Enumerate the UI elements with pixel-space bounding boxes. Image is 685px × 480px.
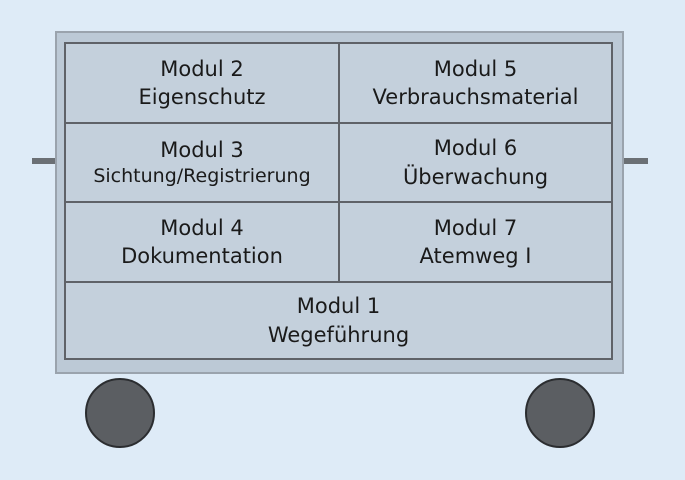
module-1-cell: Modul 1 Wegeführung [66, 283, 611, 358]
module-4-desc: Dokumentation [121, 244, 283, 268]
module-1-name: Modul 1 [296, 294, 381, 319]
cart-handle-right [624, 158, 648, 164]
module-4-name: Modul 4 [160, 215, 244, 240]
module-2-desc: Eigenschutz [138, 85, 266, 109]
module-2-name: Modul 2 [160, 56, 244, 81]
module-grid: Modul 2 Eigenschutz Modul 5 Verbrauchsma… [64, 42, 613, 360]
module-6-cell: Modul 6 Überwachung [340, 124, 611, 201]
module-5-name: Modul 5 [433, 56, 518, 81]
module-3-cell: Modul 3 Sichtung/Registrierung [66, 124, 338, 201]
module-3-desc: Sichtung/Registrierung [93, 164, 311, 187]
grid-divider-row-2 [66, 201, 611, 203]
module-2-cell: Modul 2 Eigenschutz [66, 44, 338, 122]
module-6-name: Modul 6 [433, 136, 518, 161]
module-7-cell: Modul 7 Atemweg I [340, 203, 611, 281]
module-6-desc: Überwachung [402, 164, 549, 189]
grid-divider-vertical [338, 44, 340, 281]
cart-wheel-right [525, 378, 595, 448]
module-7-name: Modul 7 [433, 215, 518, 240]
module-7-desc: Atemweg I [419, 244, 532, 268]
grid-divider-row-1 [66, 122, 611, 124]
module-1-desc: Wegeführung [267, 322, 410, 347]
cart-wheel-left [85, 378, 155, 448]
module-5-cell: Modul 5 Verbrauchsmaterial [340, 44, 611, 122]
cart-handle-left [32, 158, 56, 164]
module-5-desc: Verbrauchsmaterial [372, 85, 579, 109]
grid-divider-row-3 [66, 281, 611, 283]
module-4-cell: Modul 4 Dokumentation [66, 203, 338, 281]
module-3-name: Modul 3 [160, 137, 244, 162]
